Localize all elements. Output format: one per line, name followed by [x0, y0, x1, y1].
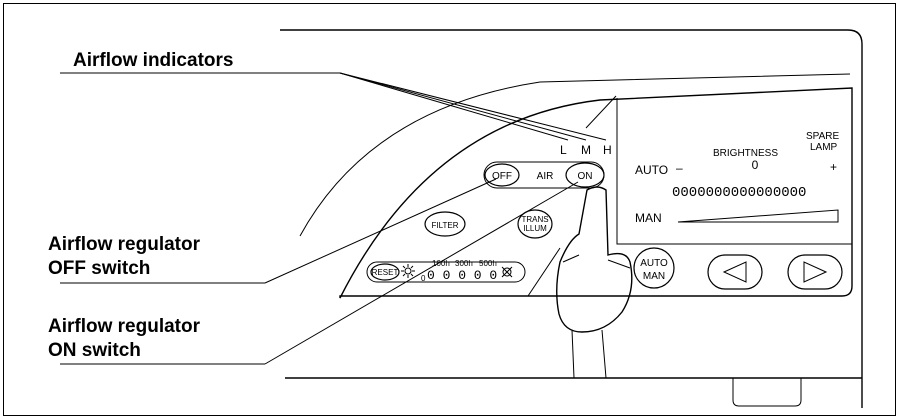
- panel-bevel-curve: [299, 73, 851, 237]
- lamp-hours-100h: 100h: [432, 259, 450, 268]
- hand-fold-line: [607, 259, 631, 269]
- front-panel: [339, 87, 853, 299]
- filter-button[interactable]: [424, 211, 466, 237]
- auto-man-button[interactable]: [633, 247, 675, 289]
- indicator-high-label: H: [603, 143, 612, 157]
- air-label: AIR: [537, 171, 554, 182]
- reset-button-label: RESET: [372, 268, 399, 277]
- brightness-value: 0: [752, 158, 759, 172]
- left-triangle-icon: [722, 261, 747, 283]
- wrist-right-line: [601, 329, 607, 379]
- callout-airflow-indicators: Airflow indicators: [73, 50, 233, 71]
- hand-knuckle-line: [562, 254, 580, 263]
- leader-indicator-high: [339, 72, 607, 141]
- brightness-man-label: MAN: [635, 211, 662, 225]
- brightness-auto-label: AUTO: [635, 163, 668, 177]
- lamp-hours-500h: 500h: [479, 259, 497, 268]
- filter-button-label: FILTER: [432, 221, 459, 230]
- lamp-hours-300h: 300h: [455, 259, 473, 268]
- lamp-hours-strip: [366, 261, 526, 283]
- lamp-hours-digits: 0 0 0 0 0: [427, 268, 497, 283]
- indicator-low-label: L: [560, 143, 567, 157]
- callout-off-switch-line2: OFF switch: [48, 258, 150, 279]
- leader-indicator-medium: [339, 72, 587, 141]
- lamp-sun-icon: [401, 264, 415, 278]
- figure-frame: [3, 3, 896, 416]
- hand-icon: [556, 186, 633, 333]
- air-on-switch[interactable]: [565, 162, 605, 188]
- callout-on-switch-line2: ON switch: [48, 340, 141, 361]
- brightness-scale: 0000000000000000: [672, 185, 806, 201]
- manual-brightness-wedge: [677, 209, 839, 223]
- right-triangle-icon: [803, 261, 828, 283]
- device-foot: [732, 378, 802, 407]
- air-off-label: OFF: [492, 171, 512, 182]
- air-on-label: ON: [578, 171, 593, 182]
- display-divider: [616, 98, 852, 245]
- brightness-plus-label: +: [830, 160, 837, 174]
- auto-man-label-line2: MAN: [643, 271, 665, 282]
- panel-split-line: [527, 247, 561, 297]
- leader-indicator-low: [339, 72, 569, 141]
- brightness-minus-label: –: [676, 161, 683, 175]
- spare-lamp-label-line2: LAMP: [810, 142, 838, 153]
- indicator-medium-label: M: [581, 143, 591, 157]
- wrist-left-line: [571, 329, 575, 379]
- reset-button[interactable]: [370, 263, 400, 281]
- trans-illum-button[interactable]: [517, 209, 553, 239]
- spare-lamp-label-line1: SPARE: [806, 131, 839, 142]
- trans-illum-label-line1: TRANS: [521, 215, 548, 224]
- lamp-hours-zero: 0: [421, 274, 426, 283]
- auto-man-label-line1: AUTO: [640, 258, 668, 269]
- device-body-outline: [280, 29, 863, 408]
- brightness-title: BRIGHTNESS: [713, 148, 778, 159]
- panel-inner-edge: [585, 95, 617, 129]
- leader-off-switch: [264, 178, 497, 284]
- callout-off-switch-line1: Airflow regulator: [48, 234, 201, 255]
- lamp-failed-icon: [501, 266, 513, 278]
- trans-illum-label-line2: ILLUM: [523, 224, 547, 233]
- brightness-increase-button[interactable]: [787, 254, 843, 290]
- brightness-decrease-button[interactable]: [707, 254, 763, 290]
- leader-on-switch: [264, 181, 579, 365]
- callout-on-switch-line1: Airflow regulator: [48, 316, 201, 337]
